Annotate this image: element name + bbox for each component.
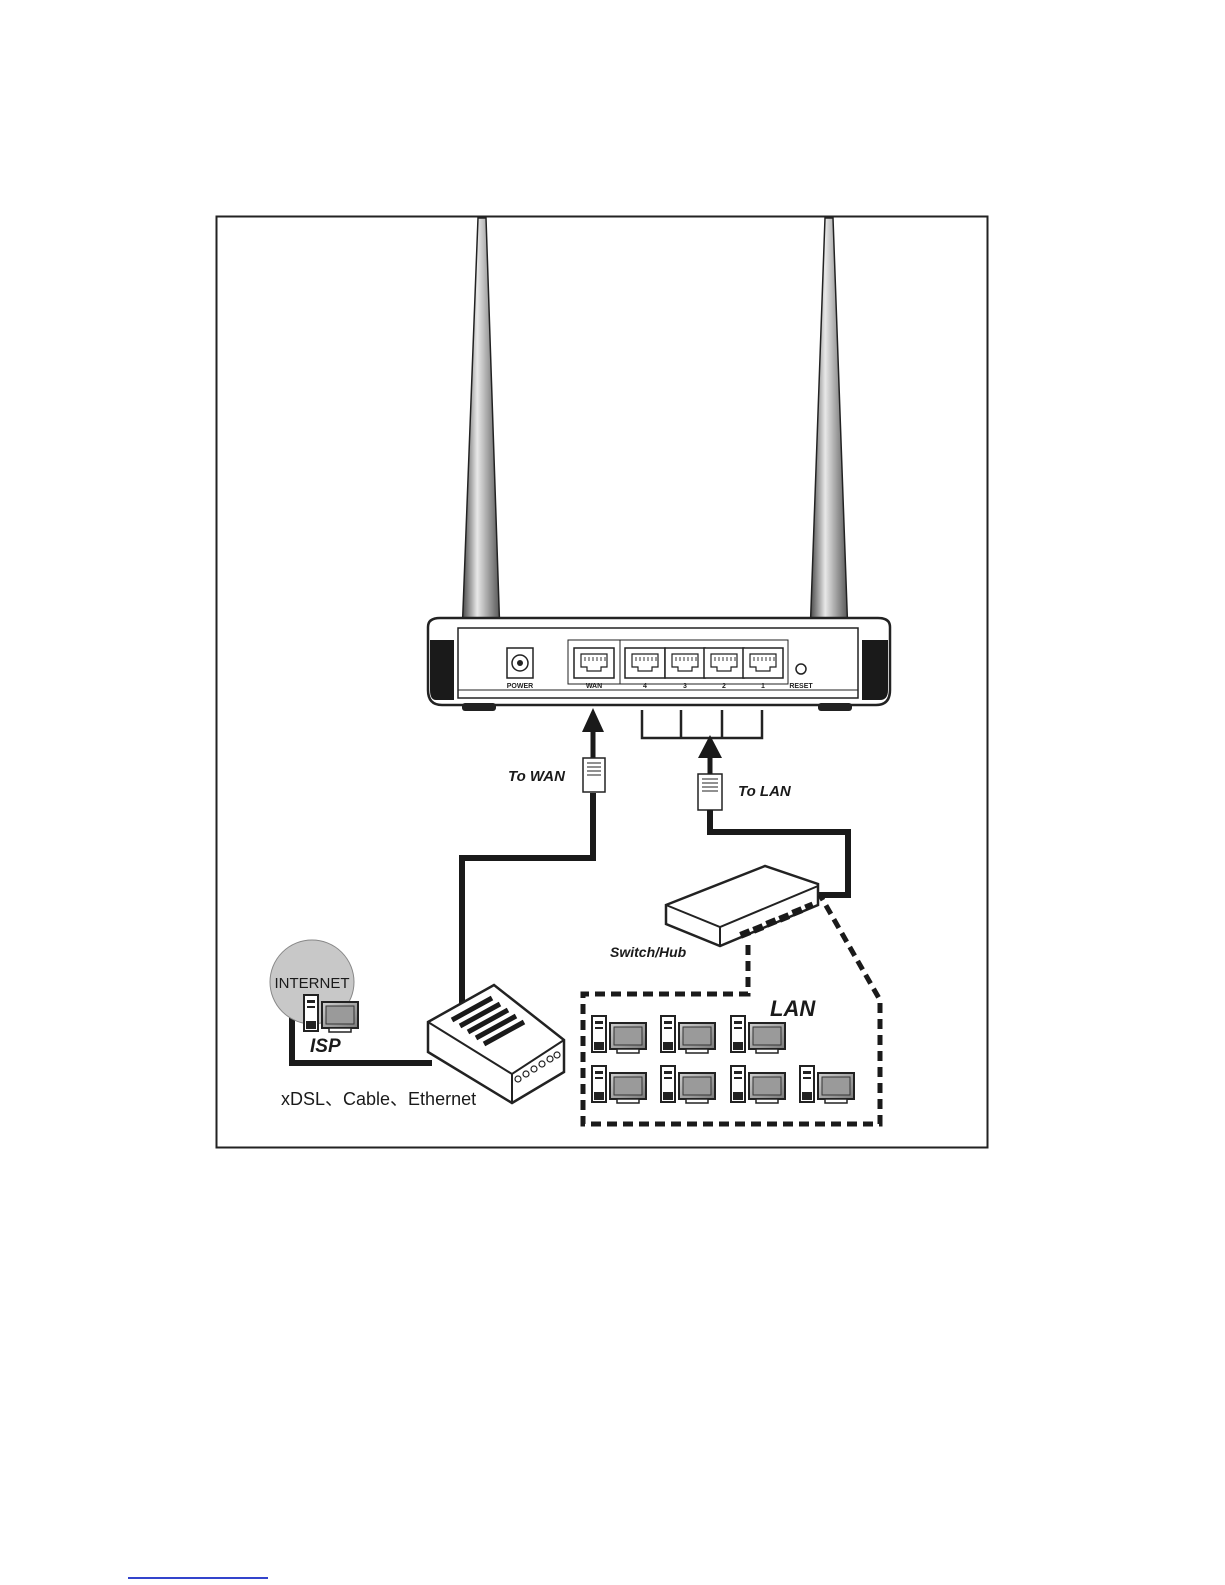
lan-computer-icon bbox=[731, 1016, 785, 1053]
lan-port-3-icon bbox=[665, 648, 705, 678]
lan-computer-icon bbox=[800, 1066, 854, 1103]
lan-label: LAN bbox=[770, 996, 816, 1021]
footer-link-underline bbox=[128, 1577, 268, 1579]
lan-port-1-icon bbox=[743, 648, 783, 678]
modem-icon bbox=[428, 985, 564, 1103]
wan-connector-icon bbox=[583, 758, 605, 792]
port-label-lan4: 4 bbox=[643, 683, 647, 690]
lan-port-4-icon bbox=[625, 648, 665, 678]
router: POWER WAN 4 3 2 1 RESET bbox=[428, 618, 890, 711]
lan-computer-icon bbox=[661, 1016, 715, 1053]
wan-port-icon bbox=[574, 648, 614, 678]
lan-arrow-icon bbox=[698, 735, 722, 775]
wan-arrow-icon bbox=[582, 708, 604, 760]
isp-label: ISP bbox=[310, 1036, 341, 1057]
lan-computer-icon bbox=[592, 1016, 646, 1053]
lan-computer-icon bbox=[592, 1066, 646, 1103]
reset-button-icon bbox=[796, 664, 806, 674]
port-label-reset: RESET bbox=[789, 683, 813, 690]
port-label-lan2: 2 bbox=[722, 683, 726, 690]
port-label-power: POWER bbox=[507, 683, 533, 690]
lan-computer-icon bbox=[731, 1066, 785, 1103]
port-label-lan1: 1 bbox=[761, 683, 765, 690]
to-lan-label: To LAN bbox=[738, 783, 792, 800]
lan-ports-bracket bbox=[642, 710, 762, 738]
wan-cable bbox=[462, 793, 593, 1025]
power-port-icon bbox=[507, 648, 533, 678]
port-label-wan: WAN bbox=[586, 683, 602, 690]
lan-computer-icon bbox=[661, 1066, 715, 1103]
modem-types-label: xDSL、Cable、Ethernet bbox=[281, 1089, 476, 1109]
switch-hub-icon bbox=[666, 866, 818, 946]
lan-connector-icon bbox=[698, 774, 722, 810]
port-label-lan3: 3 bbox=[683, 683, 687, 690]
lan-port-2-icon bbox=[704, 648, 744, 678]
internet-label: INTERNET bbox=[275, 975, 350, 992]
switch-hub-label: Switch/Hub bbox=[610, 944, 687, 960]
to-wan-label: To WAN bbox=[508, 768, 566, 785]
